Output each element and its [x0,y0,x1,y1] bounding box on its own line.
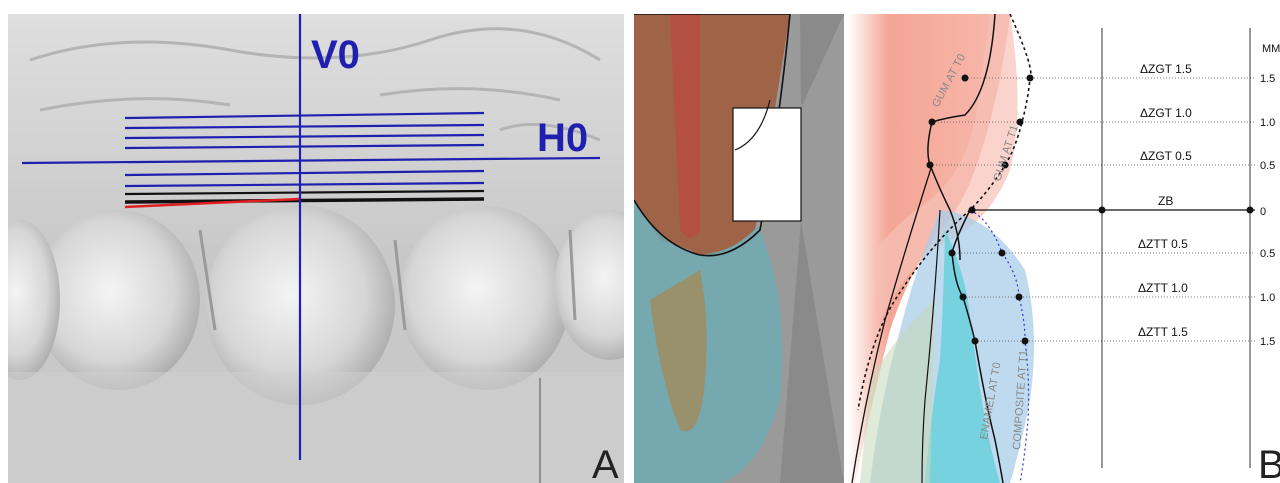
zb-point-scale [1247,207,1254,214]
row-label: ΔZGT 1.0 [1140,106,1192,120]
model-base [8,372,624,483]
zb-point-gum [969,207,976,214]
row-label: ΔZTT 0.5 [1138,237,1188,251]
row-scale: 0.5 [1260,248,1275,260]
row-label: ΔZGT 0.5 [1140,149,1192,163]
tooth-left [36,210,200,390]
zb-point-axis [1099,207,1106,214]
panel-a: V0 H0 A [0,14,665,483]
inset-cross-section [634,14,844,483]
panel-b-label: B [1258,443,1280,483]
row-scale: 0.5 [1260,160,1275,172]
row-label: ΔZTT 1.5 [1138,325,1188,339]
v0-label: V0 [311,33,360,77]
row-scale: 1.5 [1260,73,1275,85]
row-scale: 1.0 [1260,117,1275,129]
tooth-right [400,206,570,390]
h0-label: H0 [537,116,588,160]
panel-b: ZB 0 MM ΔZGT 1.5 1.5 ΔZGT 1.0 1.0 ΔZGT 0… [634,14,1280,483]
zb-scale: 0 [1260,206,1266,218]
row-scale: 1.5 [1260,336,1275,348]
row-label: ΔZTT 1.0 [1138,281,1188,295]
panel-a-label: A [592,443,619,483]
row-scale: 1.0 [1260,292,1275,304]
inset-zoom-box [733,108,801,221]
zb-label: ZB [1158,194,1173,208]
row-label: ΔZGT 1.5 [1140,62,1192,76]
scale-unit: MM [1262,43,1280,55]
